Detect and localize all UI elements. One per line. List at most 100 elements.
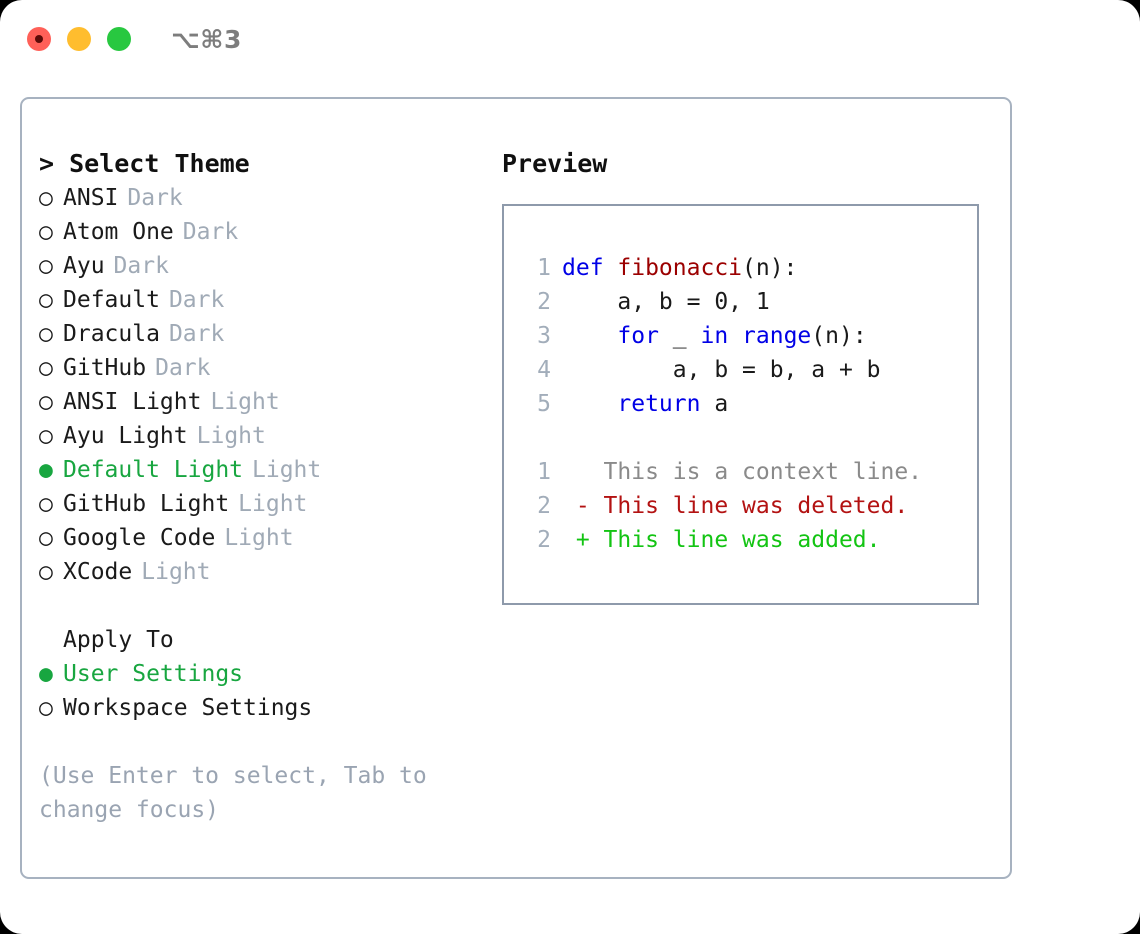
code-token: a, b = b, a + b [562, 357, 881, 383]
diff-line: 1 This is a context line. [523, 455, 977, 489]
theme-option-label: Ayu Light [63, 423, 188, 449]
maximize-button[interactable] [107, 27, 131, 51]
theme-option-label: Atom One [63, 219, 174, 245]
code-token [562, 319, 617, 353]
preview-heading: Preview [502, 149, 608, 178]
apply-to-option-item[interactable]: ○ Workspace Settings [39, 691, 489, 725]
theme-option-item[interactable]: ● Default Light Light [39, 453, 489, 487]
theme-option-label: XCode [63, 559, 133, 585]
line-number: 3 [537, 323, 551, 349]
theme-category-label: Light [252, 457, 322, 483]
theme-option-label: Dracula [63, 321, 160, 347]
line-number: 5 [537, 391, 551, 417]
keyboard-shortcut-label: ⌥⌘3 [171, 24, 242, 54]
theme-option-label: GitHub Light [63, 491, 230, 517]
apply-to-option-item[interactable]: ● User Settings [39, 657, 489, 691]
window-controls [27, 27, 131, 51]
code-token [562, 387, 617, 421]
theme-option-item[interactable]: ○ Google Code Light [39, 521, 489, 555]
theme-option-item[interactable]: ○ Default Dark [39, 283, 489, 317]
theme-category-label: Dark [127, 185, 183, 211]
theme-category-label: Dark [182, 219, 239, 245]
theme-category-label: Dark [155, 355, 211, 381]
theme-option-item[interactable]: ○ Atom One Dark [39, 215, 489, 249]
select-theme-heading: > Select Theme [39, 149, 250, 178]
theme-category-label: Dark [113, 253, 169, 279]
code-token: a [714, 391, 729, 417]
theme-category-label: Light [196, 423, 266, 449]
code-diff-separator [523, 421, 977, 455]
code-token: (n): [742, 255, 798, 281]
code-line: 3 for _ in range(n): [523, 319, 977, 353]
diff-line: 2 - This line was deleted. [523, 489, 977, 523]
code-token: range [742, 323, 812, 349]
line-number: 2 [537, 289, 551, 315]
radio-unselected-icon: ○ [39, 695, 53, 721]
keyboard-hint-text: (Use Enter to select, Tab to change focu… [39, 763, 427, 823]
line-number: 4 [537, 357, 551, 383]
spacer-marker: ○ [39, 623, 63, 657]
radio-unselected-icon: ○ [39, 389, 53, 415]
radio-unselected-icon: ○ [39, 491, 53, 517]
radio-unselected-icon: ○ [39, 185, 53, 211]
close-button[interactable] [27, 27, 51, 51]
radio-unselected-icon: ○ [39, 219, 53, 245]
code-token: for [617, 323, 673, 349]
code-token: _ [672, 323, 701, 349]
theme-option-label: Google Code [63, 525, 216, 551]
theme-category-label: Dark [168, 287, 225, 313]
theme-category-label: Dark [168, 321, 225, 347]
radio-unselected-icon: ○ [39, 525, 53, 551]
line-number: 1 [537, 255, 551, 281]
code-line: 5 return a [523, 387, 977, 421]
code-token: (n): [811, 323, 867, 349]
apply-to-option-label: Workspace Settings [63, 695, 313, 721]
line-number: 1 [537, 459, 551, 485]
code-token: + This line was added. [562, 527, 881, 553]
title-bar: ⌥⌘3 [0, 0, 1140, 78]
theme-option-item[interactable]: ○ GitHub Light Light [39, 487, 489, 521]
code-token: in [700, 323, 743, 349]
theme-category-label: Light [238, 491, 308, 517]
theme-option-label: ANSI Light [63, 389, 202, 415]
theme-option-label: Default [63, 287, 160, 313]
radio-unselected-icon: ○ [39, 559, 53, 585]
diff-line: 2 + This line was added. [523, 523, 977, 557]
code-token: fibonacci [617, 255, 743, 281]
radio-selected-icon: ● [39, 457, 53, 483]
minimize-button[interactable] [67, 27, 91, 51]
theme-option-label: Ayu [63, 253, 105, 279]
line-number: 2 [537, 527, 551, 553]
theme-option-item[interactable]: ○ ANSI Dark [39, 181, 489, 215]
radio-unselected-icon: ○ [39, 287, 53, 313]
apply-to-heading-row: ○ Apply To [39, 623, 489, 657]
radio-unselected-icon: ○ [39, 253, 53, 279]
code-token: This is a context line. [562, 459, 923, 485]
theme-option-item[interactable]: ○ Ayu Dark [39, 249, 489, 283]
theme-option-item[interactable]: ○ XCode Light [39, 555, 489, 589]
theme-option-item[interactable]: ○ ANSI Light Light [39, 385, 489, 419]
code-line: 2 a, b = 0, 1 [523, 285, 977, 319]
radio-selected-icon: ● [39, 661, 53, 687]
theme-category-label: Light [224, 525, 294, 551]
apply-to-heading: Apply To [63, 627, 174, 653]
apply-to-option-label: User Settings [63, 661, 244, 687]
code-line: 4 a, b = b, a + b [523, 353, 977, 387]
code-token: - This line was deleted. [562, 493, 909, 519]
apply-to-option-list[interactable]: ● User Settings ○ Workspace Settings [39, 657, 489, 725]
theme-category-label: Light [210, 389, 280, 415]
theme-category-label: Light [141, 559, 211, 585]
theme-option-label: Default Light [63, 457, 244, 483]
theme-option-label: ANSI [63, 185, 119, 211]
radio-unselected-icon: ○ [39, 355, 53, 381]
